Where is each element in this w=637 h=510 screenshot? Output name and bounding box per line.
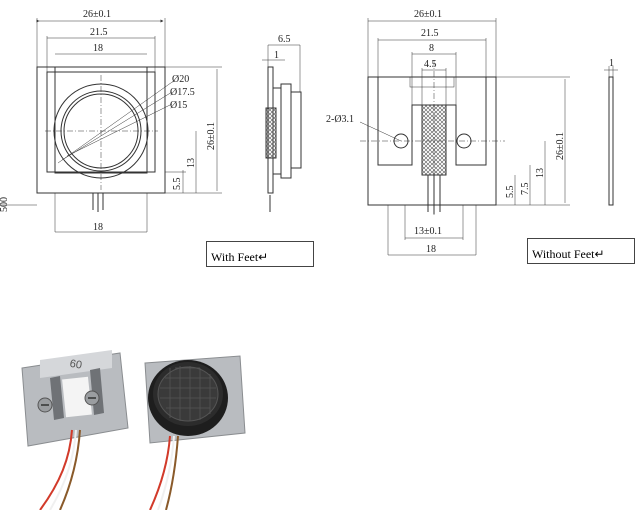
- dim-holes: 2-Ø3.1: [326, 114, 354, 125]
- dim-13: 13: [186, 158, 197, 168]
- without-feet-side-view: [604, 66, 618, 206]
- technical-drawing: 26±0.1 21.5 18 Ø20 Ø17.5 Ø15 26±0.1 13 5…: [0, 9, 618, 256]
- caption-without-feet: Without Feet↵: [527, 238, 635, 264]
- dim-8: 8: [429, 43, 434, 54]
- without-feet-front-view: [359, 18, 570, 256]
- dim-bottom-13: 13±0.1: [414, 226, 442, 237]
- with-feet-front-view: [0, 18, 222, 233]
- dim-7-5: 7.5: [520, 183, 531, 196]
- dim-inner-21-5: 21.5: [90, 27, 108, 38]
- caption-with-feet: With Feet↵: [206, 241, 314, 267]
- dim-height-nf: 26±0.1: [555, 132, 566, 160]
- dim-height: 26±0.1: [206, 122, 217, 150]
- dim-width-top-nf: 26±0.1: [414, 9, 442, 20]
- dia-17-5: Ø17.5: [170, 87, 195, 98]
- dim-left-partial: 500: [0, 197, 10, 212]
- with-feet-side-view: [262, 44, 302, 212]
- sensor-without-feet: 09: [21, 350, 129, 510]
- dim-bottom-18: 18: [93, 222, 103, 233]
- dim-bottom-18-nf: 18: [426, 244, 436, 255]
- dia-15: Ø15: [170, 100, 187, 111]
- dia-20: Ø20: [172, 74, 189, 85]
- dim-plate-1-nf: 1: [609, 58, 614, 69]
- dim-inner-18: 18: [93, 43, 103, 54]
- product-photo: 09: [0, 268, 268, 510]
- dim-inner-nf: 21.5: [421, 28, 439, 39]
- sensor-with-feet: [144, 355, 246, 510]
- dim-4-5: 4.5: [424, 59, 437, 70]
- dim-thickness: 6.5: [278, 34, 291, 45]
- sensor-marking: 09: [69, 356, 83, 370]
- dim-plate-1: 1: [274, 50, 279, 61]
- dim-13-nf: 13: [535, 168, 546, 178]
- dim-5-5-nf: 5.5: [505, 186, 516, 199]
- dim-width-top: 26±0.1: [83, 9, 111, 20]
- dim-5-5: 5.5: [172, 178, 183, 191]
